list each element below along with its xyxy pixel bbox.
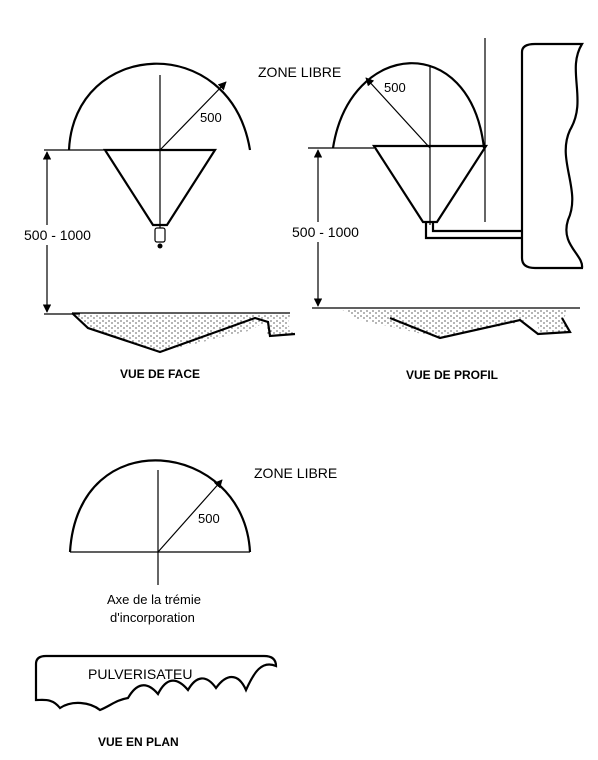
ground-fill-front [72,313,295,352]
feed-pipe-profile [424,222,522,240]
axis-label-line2: d'incorporation [110,610,195,625]
sprayer-body-plan [34,654,278,712]
view-title-front: VUE DE FACE [120,367,200,381]
view-title-profile: VUE DE PROFIL [406,368,498,382]
hopper-nozzle-front [154,227,166,243]
hopper-funnel-front [102,148,218,227]
radius-label-plan: 500 [198,511,220,526]
free-zone-arc-front [67,62,252,151]
axis-label-line1: Axe de la trémie [107,592,201,607]
ground-fill-profile [342,310,570,338]
ground-profile-profile [389,316,572,340]
ground-profile-front [71,312,296,354]
free-zone-arc-plan [68,459,252,553]
free-zone-arc-profile [331,62,486,149]
radius-arrow-front [159,81,227,151]
view-profile: 500 - 1000 500 ZONE LIBRE VUE DE PROFIL [258,38,584,382]
height-label-profile: 500 - 1000 [292,224,359,240]
zone-label-plan: ZONE LIBRE [254,465,337,481]
radius-label-profile: 500 [384,80,406,95]
radius-arrow-profile [365,77,431,149]
height-label-bg-front [18,225,104,245]
radius-arrow-plan [157,479,223,553]
view-front: 500 - 1000 500 VUE DE FACE [18,62,296,381]
sprayer-body-profile [520,42,584,270]
height-label-front: 500 - 1000 [24,227,91,243]
nozzle-tip-front [157,243,163,249]
sprayer-label: PULVERISATEU [88,666,193,682]
view-title-plan: VUE EN PLAN [98,735,179,749]
zone-label-profile: ZONE LIBRE [258,64,341,80]
height-label-bg-profile [286,222,372,242]
hopper-funnel-profile [371,144,489,224]
view-plan: 500 ZONE LIBRE Axe de la trémie d'incorp… [34,459,337,749]
radius-label-front: 500 [200,110,222,125]
